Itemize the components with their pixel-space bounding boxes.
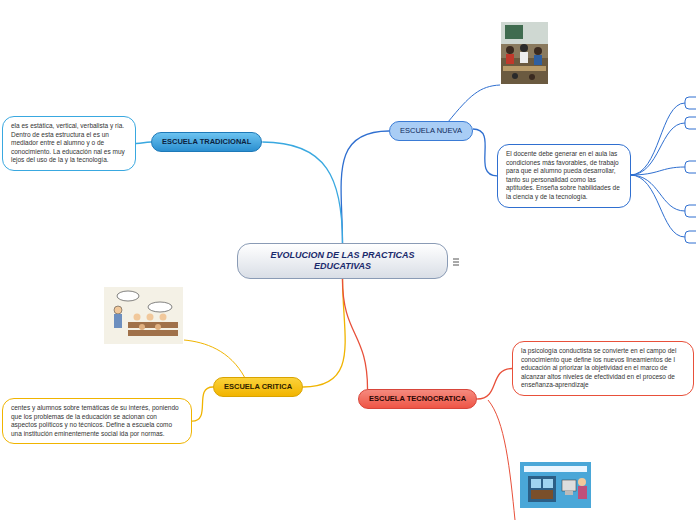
note-box: El docente debe generar en el aula las c… bbox=[497, 144, 631, 208]
node-text: ela es estática, vertical, verbalista y … bbox=[11, 122, 127, 165]
menu-icon bbox=[453, 259, 459, 265]
classroom-photo bbox=[501, 22, 548, 84]
node-text: la psicología conductista se convierte e… bbox=[521, 347, 685, 390]
node-text: ESCUELA CRITICA bbox=[224, 382, 292, 392]
branch-connector bbox=[262, 142, 342, 243]
note-box: la psicología conductista se convierte e… bbox=[512, 341, 694, 396]
branch-topic: ESCUELA TECNOCRATICA bbox=[358, 389, 477, 409]
note-box: centes y alumnos sobre temáticas de su i… bbox=[2, 398, 192, 444]
node-text: ESCUELA TECNOCRATICA bbox=[369, 394, 466, 404]
branch-connector bbox=[341, 131, 389, 243]
branch-connector bbox=[136, 142, 151, 143]
branch-topic: ESCUELA CRITICA bbox=[213, 377, 303, 397]
branch-connector bbox=[477, 368, 512, 399]
node-text: ESCUELA NUEVA bbox=[400, 126, 462, 136]
image-leader bbox=[488, 400, 515, 520]
image-leader bbox=[184, 340, 245, 378]
node-text: centes y alumnos sobre temáticas de su i… bbox=[11, 404, 183, 438]
image-leader bbox=[448, 85, 500, 122]
branch-connector bbox=[473, 129, 497, 176]
branch-connector bbox=[192, 387, 213, 421]
computer-cartoon bbox=[520, 462, 591, 508]
branch-topic: ESCUELA NUEVA bbox=[389, 121, 473, 141]
classroom-cartoon bbox=[104, 287, 183, 344]
note-box: ela es estática, vertical, verbalista y … bbox=[2, 116, 136, 171]
branch-topic: ESCUELA TRADICIONAL bbox=[151, 132, 262, 152]
side-branches bbox=[630, 103, 685, 237]
branch-connector bbox=[303, 279, 345, 387]
node-text: EVOLUCION DE LAS PRACTICAS EDUCATIVAS bbox=[248, 250, 437, 272]
cut-boxes bbox=[685, 97, 696, 243]
central-topic: EVOLUCION DE LAS PRACTICAS EDUCATIVAS bbox=[237, 243, 448, 279]
node-text: El docente debe generar en el aula las c… bbox=[506, 150, 622, 202]
node-text: ESCUELA TRADICIONAL bbox=[162, 137, 251, 147]
branch-connector bbox=[343, 279, 368, 389]
